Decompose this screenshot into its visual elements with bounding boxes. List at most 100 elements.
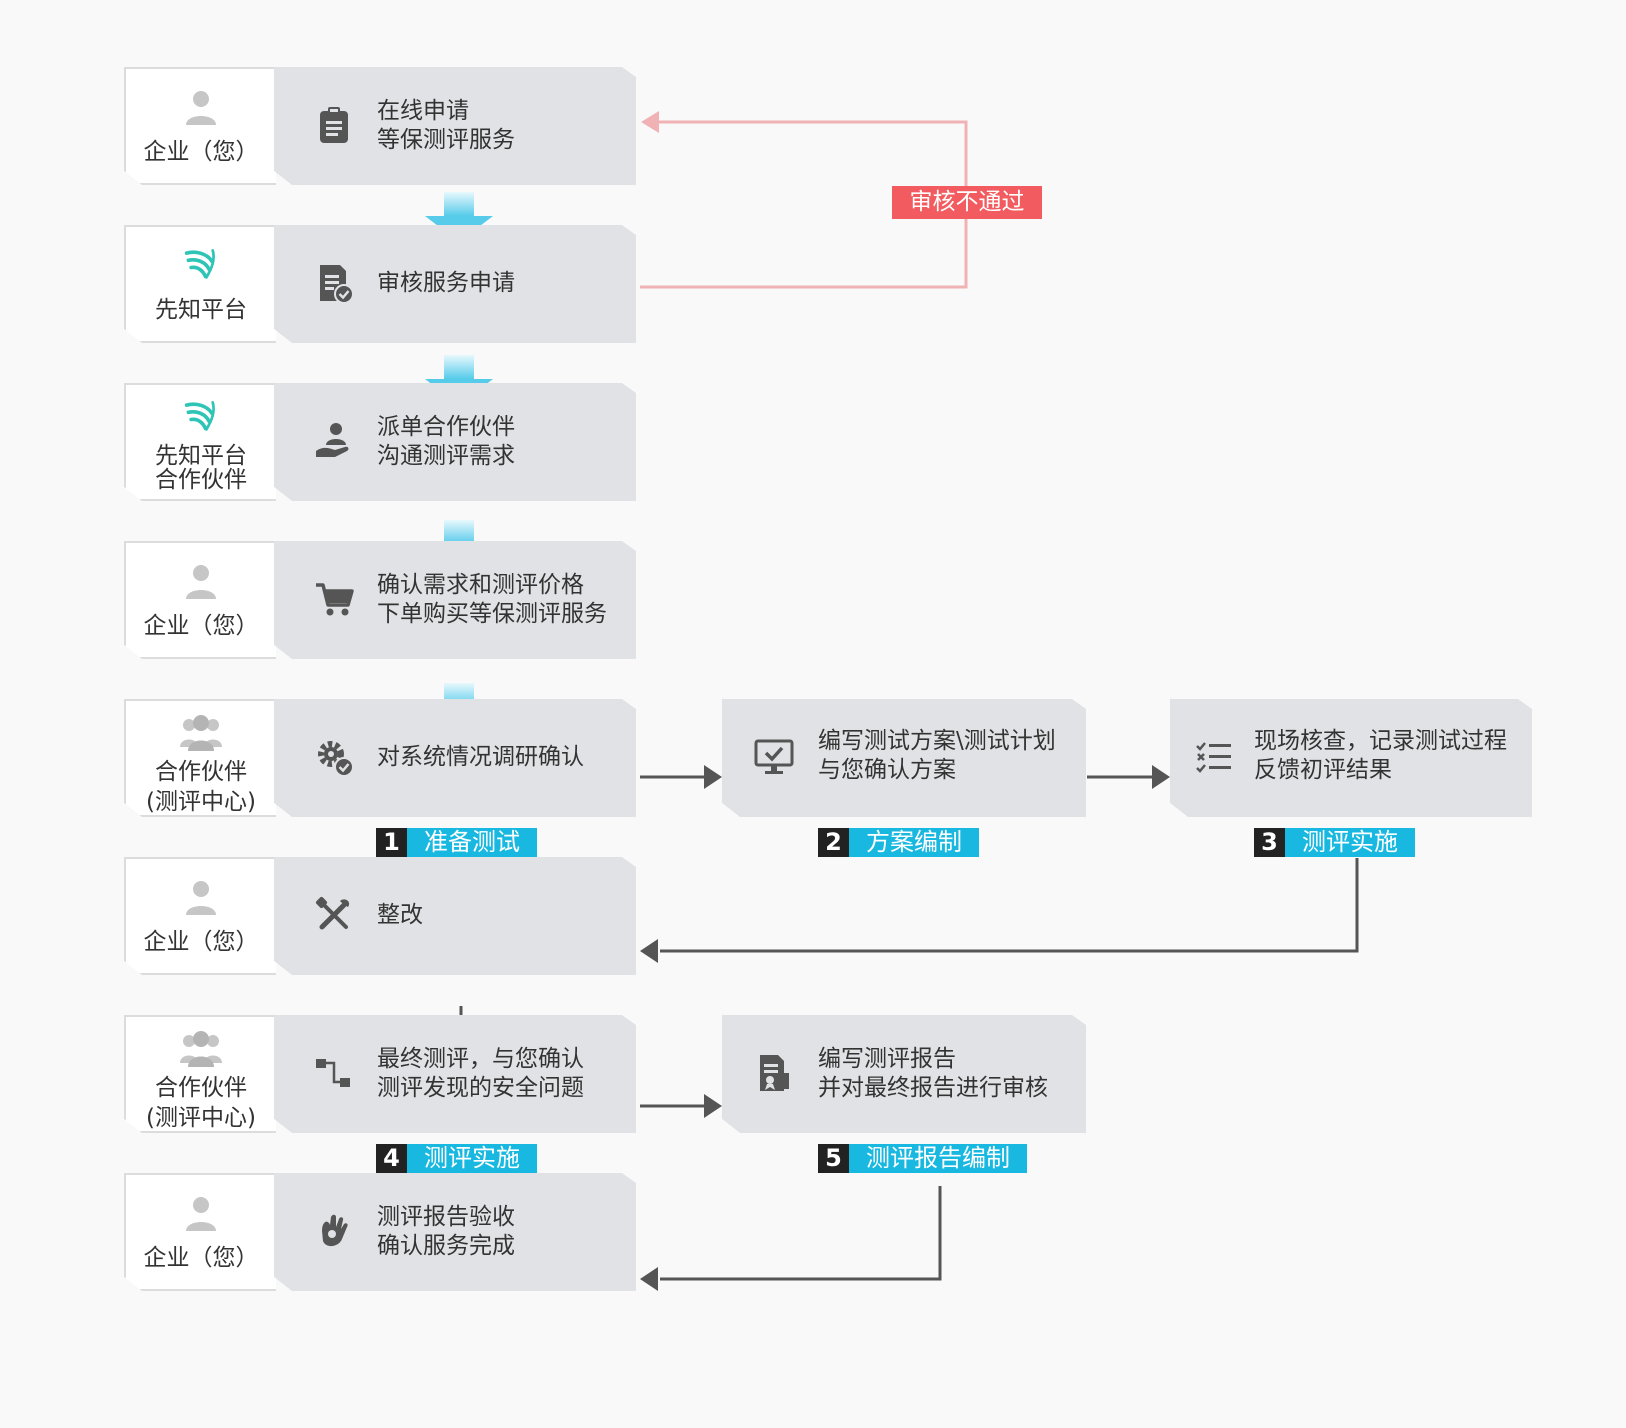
step-text: 与您确认方案 bbox=[818, 757, 956, 783]
arrow-step5-to-side1 bbox=[640, 765, 722, 789]
stage-number: 4 bbox=[376, 1144, 407, 1173]
stage-label: 方案编制 bbox=[849, 828, 979, 857]
actor-label: 合作伙伴 bbox=[155, 1075, 247, 1101]
actor-label: 企业（您） bbox=[143, 139, 259, 165]
ok-hand-icon bbox=[314, 1211, 354, 1251]
side-step-box: 现场核查，记录测试过程反馈初评结果 bbox=[1170, 699, 1532, 817]
actor-label: 企业（您） bbox=[143, 929, 259, 955]
actor-label: 合作伙伴 bbox=[155, 759, 247, 785]
step-text: 在线申请 bbox=[377, 98, 469, 124]
step-text: 测评报告验收 bbox=[377, 1204, 515, 1230]
person-icon bbox=[186, 881, 216, 915]
stage-number: 1 bbox=[376, 828, 407, 857]
xianzhi-logo-icon bbox=[184, 401, 215, 431]
gear-check-icon bbox=[314, 737, 354, 777]
step-text: 反馈初评结果 bbox=[1254, 757, 1392, 783]
actor-box: 企业（您） bbox=[124, 541, 276, 659]
reject-label: 审核不通过 bbox=[892, 186, 1042, 219]
stage-label: 准备测试 bbox=[407, 828, 537, 857]
step-box: 审核服务申请 bbox=[274, 225, 636, 343]
stage-label: 测评实施 bbox=[407, 1144, 537, 1173]
actor-box: 企业（您） bbox=[124, 67, 276, 185]
step-text: 测评发现的安全问题 bbox=[377, 1075, 584, 1101]
step-text: 沟通测评需求 bbox=[377, 443, 515, 469]
step-box: 测评报告验收确认服务完成 bbox=[274, 1173, 636, 1291]
side-step-box: 编写测试方案\测试计划与您确认方案 bbox=[722, 699, 1086, 817]
step-text: 整改 bbox=[377, 902, 423, 928]
actor-box: 先知平台 bbox=[124, 225, 276, 343]
stage-number: 5 bbox=[818, 1144, 849, 1173]
step-text: 编写测试方案\测试计划 bbox=[818, 728, 1056, 754]
stage-label: 测评报告编制 bbox=[849, 1144, 1027, 1173]
hand-person-icon bbox=[314, 421, 354, 461]
stage-number: 2 bbox=[818, 828, 849, 857]
person-icon bbox=[186, 565, 216, 599]
step-text: 编写测评报告 bbox=[818, 1046, 956, 1072]
actor-icon bbox=[179, 1029, 223, 1073]
step-icon bbox=[754, 1053, 796, 1095]
actor-icon bbox=[179, 713, 223, 757]
stage-label: 测评实施 bbox=[1285, 828, 1415, 857]
step-icon bbox=[314, 1211, 356, 1253]
clipboard-icon bbox=[314, 105, 354, 145]
document-check-icon bbox=[314, 263, 354, 303]
side-step-box: 编写测评报告并对最终报告进行审核 bbox=[722, 1015, 1086, 1133]
step-text: 确认需求和测评价格 bbox=[377, 572, 584, 598]
step-text: 现场核查，记录测试过程 bbox=[1254, 728, 1507, 754]
stage-number: 3 bbox=[1254, 828, 1285, 857]
actor-icon bbox=[181, 397, 221, 437]
actor-label: (测评中心) bbox=[146, 1105, 256, 1131]
actor-box: 合作伙伴 (测评中心) bbox=[124, 699, 276, 817]
step-box: 派单合作伙伴沟通测评需求 bbox=[274, 383, 636, 501]
step-icon bbox=[314, 421, 356, 463]
actor-icon bbox=[181, 1193, 221, 1237]
step-icon bbox=[314, 737, 356, 779]
step-text: 派单合作伙伴 bbox=[377, 414, 515, 440]
step-icon bbox=[754, 737, 796, 779]
group-icon bbox=[180, 1031, 222, 1067]
actor-box: 企业（您） bbox=[124, 1173, 276, 1291]
arrow-step7-to-side3 bbox=[640, 1094, 722, 1118]
step-icon bbox=[314, 1053, 356, 1095]
step-box: 确认需求和测评价格下单购买等保测评服务 bbox=[274, 541, 636, 659]
actor-icon bbox=[181, 561, 221, 605]
step-text: 审核服务申请 bbox=[377, 270, 515, 296]
group-icon bbox=[180, 715, 222, 751]
step-text: 确认服务完成 bbox=[377, 1233, 515, 1259]
actor-label: (测评中心) bbox=[146, 789, 256, 815]
step-box: 对系统情况调研确认 bbox=[274, 699, 636, 817]
person-icon bbox=[186, 1197, 216, 1231]
monitor-check-icon bbox=[754, 737, 794, 777]
arrow-side3-to-step8 bbox=[640, 1186, 942, 1291]
actor-icon bbox=[181, 87, 221, 131]
actor-label: 先知平台 bbox=[155, 297, 247, 323]
report-icon bbox=[754, 1053, 794, 1093]
step-icon bbox=[314, 263, 356, 305]
actor-box: 企业（您） bbox=[124, 857, 276, 975]
arrow-side2-to-step6 bbox=[640, 858, 1359, 963]
step-text: 等保测评服务 bbox=[377, 127, 515, 153]
step-text: 对系统情况调研确认 bbox=[377, 744, 584, 770]
step-text: 下单购买等保测评服务 bbox=[377, 601, 607, 627]
step-text: 最终测评，与您确认 bbox=[377, 1046, 584, 1072]
actor-label: 企业（您） bbox=[143, 613, 259, 639]
step-icon bbox=[314, 895, 356, 937]
actor-label: 先知平台 bbox=[155, 443, 247, 469]
checklist-icon bbox=[1194, 737, 1234, 777]
step-box: 在线申请等保测评服务 bbox=[274, 67, 636, 185]
flow-icon bbox=[314, 1053, 354, 1093]
cart-icon bbox=[314, 579, 354, 619]
actor-box: 合作伙伴 (测评中心) bbox=[124, 1015, 276, 1133]
step-icon bbox=[314, 579, 356, 621]
xianzhi-logo-icon bbox=[184, 249, 215, 279]
step-text: 并对最终报告进行审核 bbox=[818, 1075, 1048, 1101]
step-icon bbox=[314, 105, 356, 147]
tools-icon bbox=[314, 895, 354, 935]
person-icon bbox=[186, 91, 216, 125]
actor-icon bbox=[181, 245, 221, 285]
